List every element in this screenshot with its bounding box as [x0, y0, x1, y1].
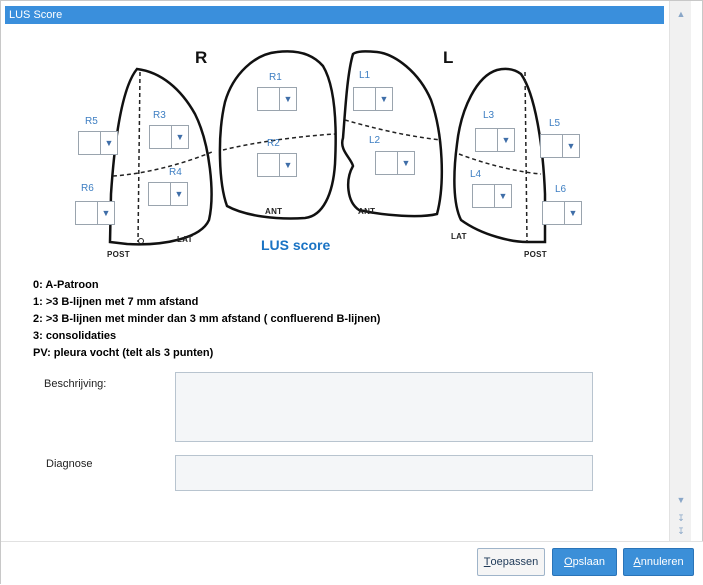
zone-select-r4[interactable]: ▼ [148, 182, 188, 206]
dropdown-arrow-icon: ▼ [283, 160, 293, 170]
zone-select-l3[interactable]: ▼ [475, 128, 515, 152]
zone-label-r5: R5 [85, 116, 98, 127]
side-label-right: R [195, 48, 208, 67]
dropdown-arrow-icon: ▼ [401, 158, 411, 168]
dropdown-arrow-icon: ▼ [498, 191, 508, 201]
dropdown-arrow-icon: ▼ [501, 135, 511, 145]
dialog-content: R L POST LAT ANT ANT LAT POST LUS score … [5, 24, 667, 541]
tag-post-right-lung: POST [107, 250, 130, 259]
dropdown-arrow-icon: ▼ [174, 189, 184, 199]
dropdown-arrow-icon: ▼ [283, 94, 293, 104]
diagnose-textarea[interactable] [175, 455, 593, 491]
zone-select-r2[interactable]: ▼ [257, 153, 297, 177]
zone-label-l2: L2 [369, 135, 381, 146]
zone-label-l5: L5 [549, 118, 561, 129]
zone-select-l4[interactable]: ▼ [472, 184, 512, 208]
dropdown-arrow-icon: ▼ [175, 132, 185, 142]
opslaan-label: pslaan [572, 556, 605, 568]
dropdown-arrow-icon: ▼ [101, 208, 111, 218]
vertical-scrollbar[interactable]: ▲ ▼ ↧ ↧ [669, 1, 691, 541]
zone-select-r1[interactable]: ▼ [257, 87, 297, 111]
zone-label-l3: L3 [483, 110, 495, 121]
score-legend: 0: A-Patroon 1: >3 B-lijnen met 7 mm afs… [33, 277, 380, 362]
zone-select-l1[interactable]: ▼ [353, 87, 393, 111]
beschrijving-label: Beschrijving: [44, 378, 107, 390]
window-title: LUS Score [5, 6, 664, 24]
zone-select-r5[interactable]: ▼ [78, 131, 118, 155]
zone-label-r3: R3 [153, 110, 166, 121]
zone-label-l4: L4 [470, 169, 482, 180]
lung-diagram [108, 50, 547, 246]
zone-select-l6[interactable]: ▼ [542, 201, 582, 225]
dropdown-arrow-icon: ▼ [568, 208, 578, 218]
opslaan-mnemonic: O [564, 556, 573, 568]
scroll-end-icon[interactable]: ↧ [677, 526, 685, 536]
tag-ant-right-lung: ANT [265, 207, 283, 216]
lung-outline-right-posterior [108, 67, 213, 246]
zone-select-l5[interactable]: ▼ [540, 134, 580, 158]
toepassen-mnemonic: T [483, 556, 491, 568]
dropdown-arrow-icon: ▼ [566, 141, 576, 151]
zone-label-r6: R6 [81, 183, 94, 194]
legend-item: PV: pleura vocht (telt als 3 punten) [33, 347, 214, 359]
scroll-page-down-icon[interactable]: ↧ [677, 513, 685, 523]
dropdown-arrow-icon: ▼ [379, 94, 389, 104]
annuleren-mnemonic: A [633, 556, 641, 568]
scroll-up-icon[interactable]: ▲ [676, 9, 686, 19]
zone-label-l6: L6 [555, 184, 567, 195]
side-label-left: L [443, 48, 454, 67]
tag-lat-right-lung: LAT [177, 235, 193, 244]
tag-post-left-lung: POST [524, 250, 547, 259]
lung-outline-left-anterior [340, 50, 444, 218]
dropdown-arrow-icon: ▼ [104, 138, 114, 148]
legend-item: 2: >3 B-lijnen met minder dan 3 mm afsta… [33, 313, 381, 325]
tag-lat-left-lung: LAT [451, 232, 467, 241]
tag-ant-left-lung: ANT [358, 207, 376, 216]
zone-label-r1: R1 [269, 72, 282, 83]
zone-label-l1: L1 [359, 70, 371, 81]
annuleren-label: nnuleren [640, 556, 684, 568]
diagram-title: LUS score [261, 237, 331, 253]
scroll-down-icon[interactable]: ▼ [676, 495, 686, 505]
legend-item: 1: >3 B-lijnen met 7 mm afstand [33, 296, 199, 308]
zone-label-r4: R4 [169, 167, 182, 178]
zone-select-l2[interactable]: ▼ [375, 151, 415, 175]
toepassen-label: oepassen [490, 556, 539, 568]
legend-item: 3: consolidaties [33, 330, 117, 342]
beschrijving-textarea[interactable] [175, 372, 593, 442]
zone-select-r3[interactable]: ▼ [149, 125, 189, 149]
lung-outline-left-posterior [453, 67, 547, 244]
legend-item: 0: A-Patroon [33, 279, 99, 291]
diagnose-label: Diagnose [46, 458, 93, 470]
zone-label-r2: R2 [267, 138, 280, 149]
lung-outline-right-anterior [218, 50, 337, 220]
zone-select-r6[interactable]: ▼ [75, 201, 115, 225]
